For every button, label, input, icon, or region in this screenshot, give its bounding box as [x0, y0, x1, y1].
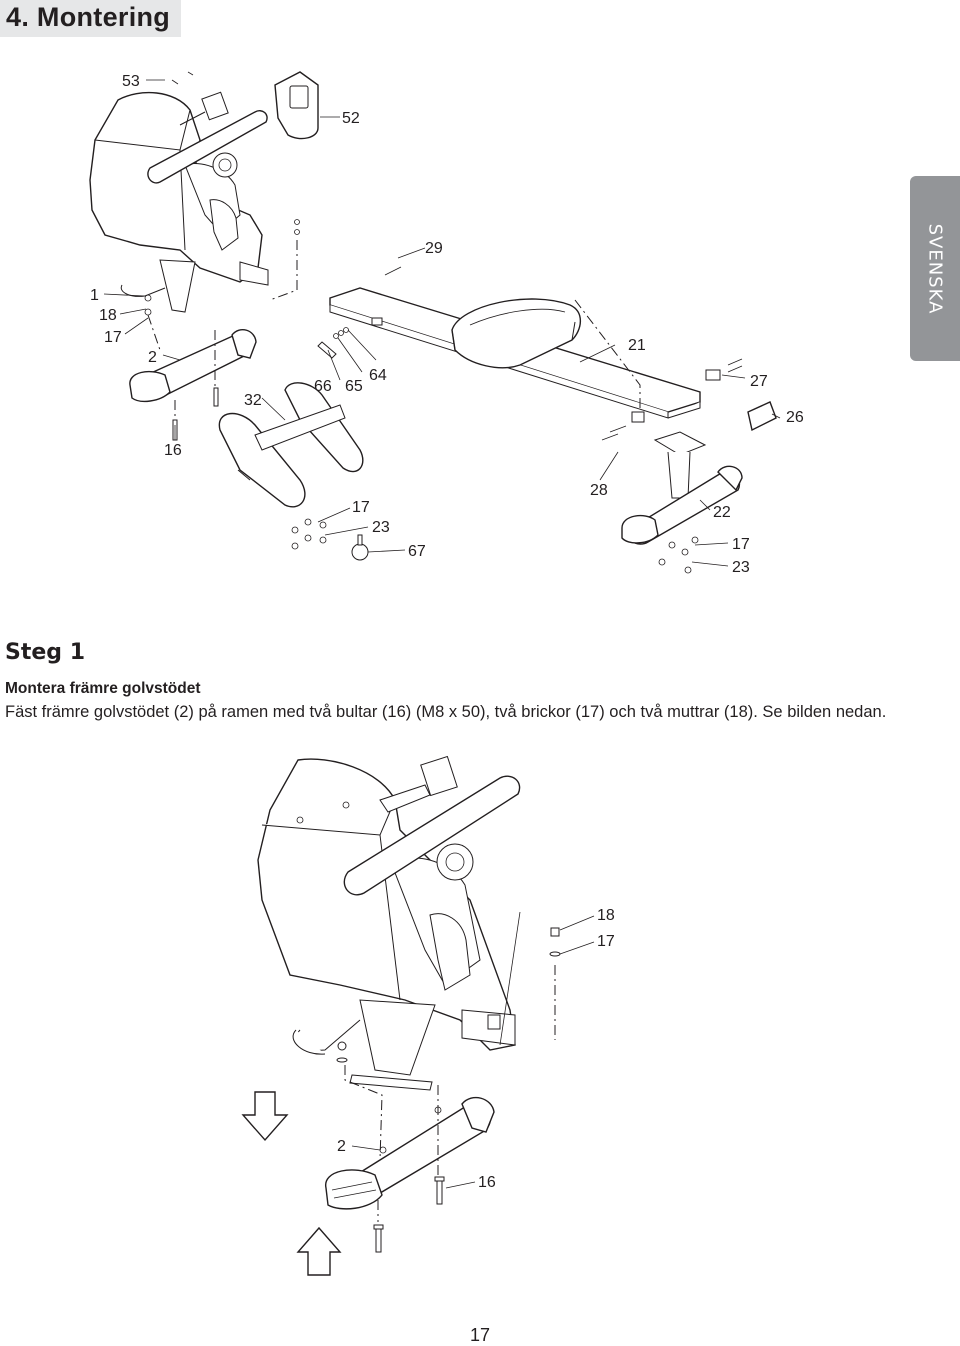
console-drawing	[274, 71, 319, 140]
callout-17: 17	[104, 329, 122, 346]
callout-16-bottom: 16	[478, 1174, 496, 1191]
callout-16: 16	[164, 442, 182, 459]
callout-1: 1	[90, 287, 99, 304]
page-number: 17	[469, 1325, 491, 1345]
front-stabilizer-closeup-drawing	[325, 1096, 495, 1210]
front-stabilizer-drawing	[129, 328, 257, 441]
callout-64: 64	[369, 367, 387, 384]
callout-28: 28	[590, 482, 608, 499]
section-title: 4. Montering	[6, 2, 171, 32]
callout-26: 26	[786, 409, 804, 426]
front-unit-closeup-drawing	[257, 755, 521, 1091]
callout-53: 53	[122, 73, 140, 90]
callout-22: 22	[713, 504, 731, 521]
callout-2-bottom: 2	[337, 1138, 346, 1155]
down-arrow-icon	[241, 1091, 289, 1142]
section-header: 4. Montering	[0, 0, 181, 37]
language-tab: SVENSKA	[910, 176, 960, 361]
callout-32: 32	[244, 392, 262, 409]
callout-17b: 17	[352, 499, 370, 516]
callout-18: 18	[99, 307, 117, 324]
callout-66: 66	[314, 378, 332, 395]
callout-27: 27	[750, 373, 768, 390]
step-instructions: Fäst främre golvstödet (2) på ramen med …	[5, 703, 887, 721]
callout-17c: 17	[732, 536, 750, 553]
step-1-diagram: 18 17 2 16	[241, 755, 615, 1276]
callout-23b: 23	[732, 559, 750, 576]
step-subtitle: Montera främre golvstödet	[5, 680, 201, 697]
rear-stabilizer-drawing	[601, 411, 743, 545]
step-title: Steg 1	[5, 640, 85, 665]
callout-29: 29	[425, 240, 443, 257]
callout-67: 67	[408, 543, 426, 560]
callout-23: 23	[372, 519, 390, 536]
footrest-drawing	[218, 382, 364, 508]
callout-52: 52	[342, 110, 360, 127]
callout-65: 65	[345, 378, 363, 395]
callout-18-bottom: 18	[597, 907, 615, 924]
exploded-assembly-diagram: 53 52 29 1 18 17 2 21 66 65 64 27 32 26 …	[89, 71, 804, 576]
seat-drawing	[451, 298, 582, 369]
front-unit-drawing	[89, 91, 269, 316]
callout-21: 21	[628, 337, 646, 354]
hardware-drawing	[291, 219, 699, 574]
callout-17-bottom: 17	[597, 933, 615, 950]
nut-washer-drawing	[336, 927, 561, 1063]
callout-2: 2	[148, 349, 157, 366]
